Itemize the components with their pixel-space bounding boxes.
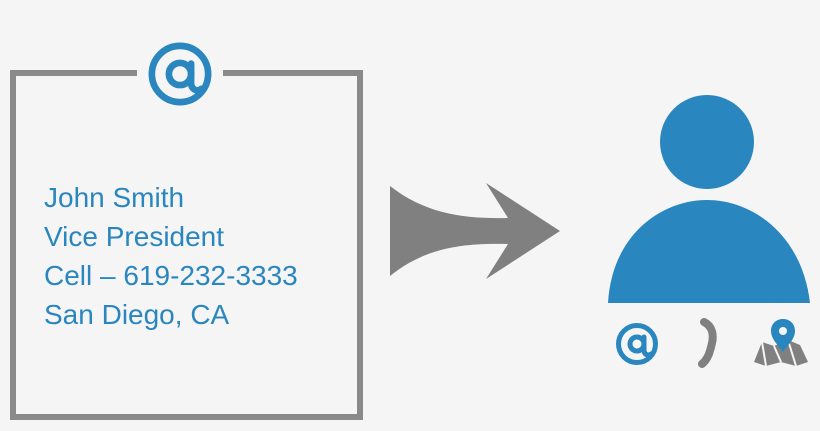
contact-cell: Cell – 619-232-3333 (44, 260, 298, 291)
contact-details: John Smith Vice President Cell – 619-232… (44, 178, 344, 334)
card-at-icon (137, 36, 223, 112)
arrow-right-icon (390, 183, 560, 279)
at-icon (616, 323, 658, 365)
phone-icon (698, 318, 717, 368)
contact-title: Vice President (44, 221, 225, 252)
contact-methods (608, 318, 814, 372)
contact-name: John Smith (44, 182, 185, 213)
contact-location: San Diego, CA (44, 299, 230, 330)
person-icon (608, 95, 810, 303)
map-pin-icon (754, 319, 808, 367)
